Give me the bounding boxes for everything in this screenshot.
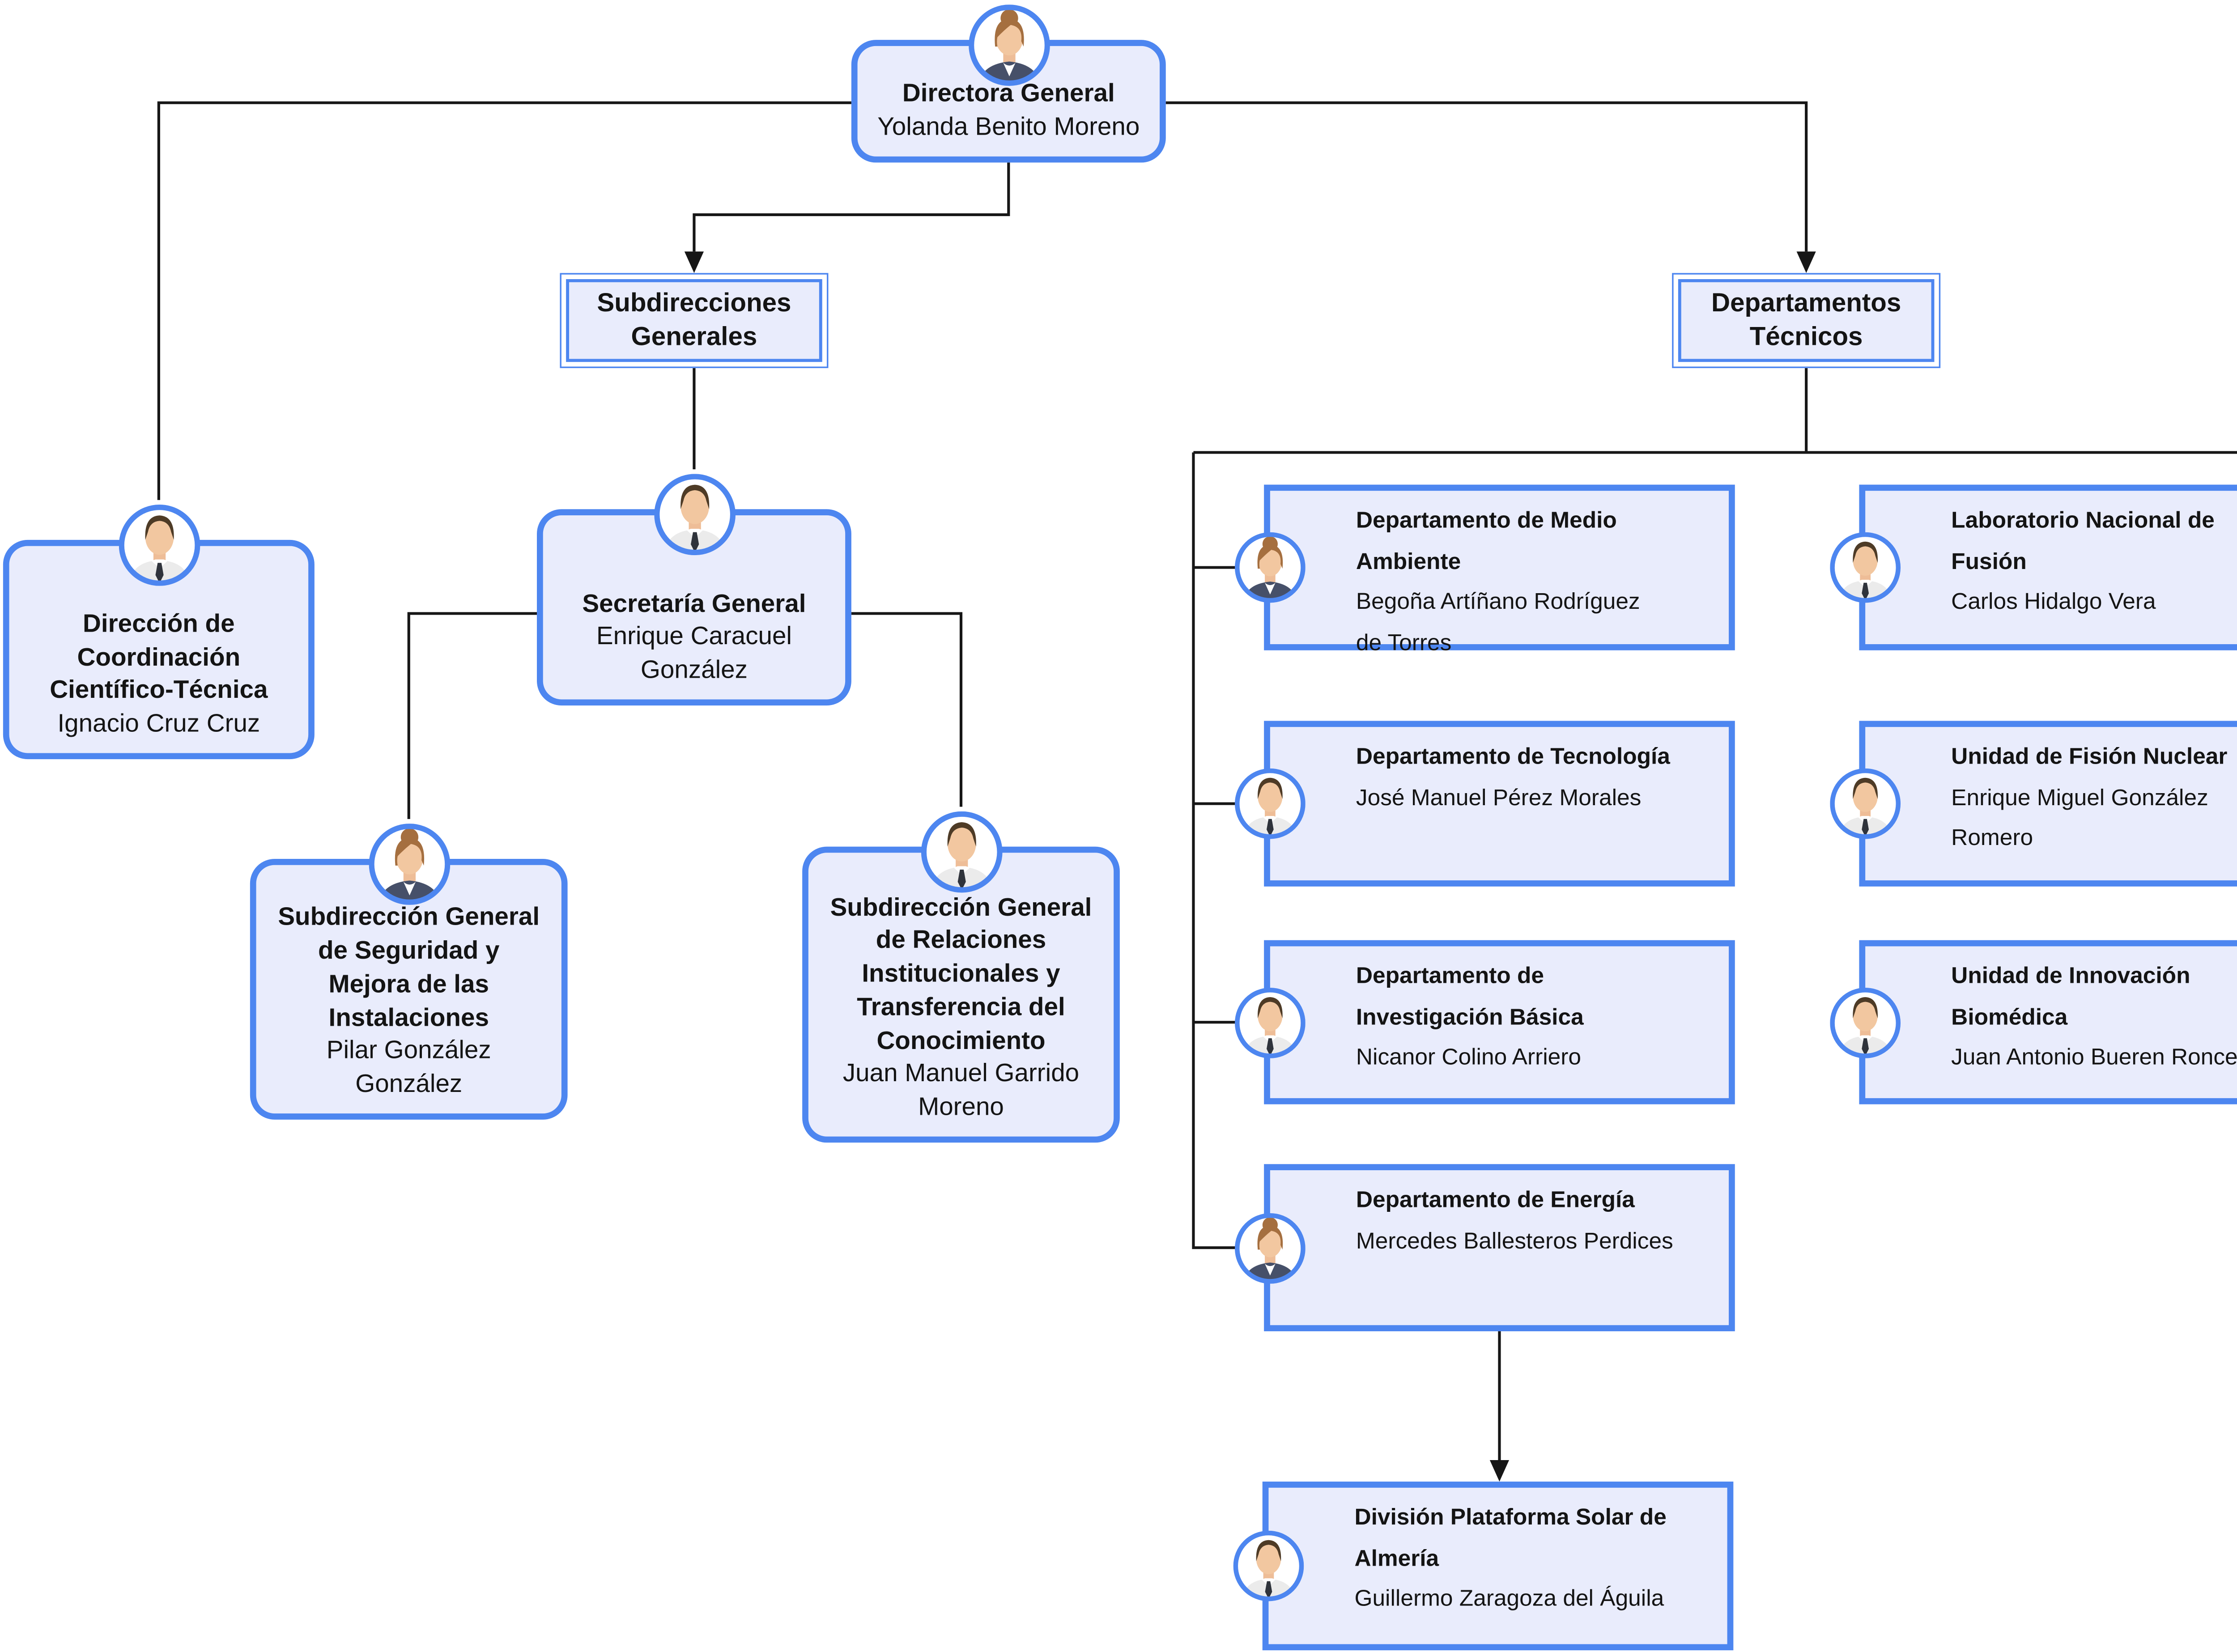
node-text: Dirección de Coordinación Científico-Téc… xyxy=(41,609,277,753)
male-avatar-icon xyxy=(1830,532,1901,603)
node-title: Dirección de Coordinación Científico-Téc… xyxy=(50,610,268,705)
female-avatar-icon xyxy=(1235,1212,1306,1283)
male-avatar-icon xyxy=(1235,987,1306,1057)
org-node-unidad-fision-nuclear[interactable]: Unidad de Fisión Nuclear Enrique Miguel … xyxy=(1859,721,2237,887)
node-person-name: Carlos Hidalgo Vera xyxy=(1951,589,2156,616)
male-avatar-icon xyxy=(920,811,1002,893)
org-node-dep-energia[interactable]: Departamento de Energía Mercedes Ballest… xyxy=(1264,1164,1735,1332)
node-text: Subdirección General de Relaciones Insti… xyxy=(821,892,1101,1136)
node-title: Directora General xyxy=(902,80,1115,108)
female-avatar-icon xyxy=(1235,532,1306,603)
group-header-departamentos-tecnicos[interactable]: Departamentos Técnicos xyxy=(1672,273,1941,368)
node-title: Unidad de Innovación Biomédica xyxy=(1951,963,2190,1030)
male-avatar-icon xyxy=(1235,769,1306,839)
org-node-coordinacion-cientifico-tecnica[interactable]: Dirección de Coordinación Científico-Téc… xyxy=(3,540,315,760)
node-title: Departamento de Medio Ambiente xyxy=(1356,507,1617,575)
node-person-name: José Manuel Pérez Morales xyxy=(1356,785,1642,811)
female-avatar-icon xyxy=(368,824,450,905)
node-title: División Plataforma Solar de Almería xyxy=(1354,1504,1667,1572)
org-node-unidad-innovacion-biomedica[interactable]: Unidad de Innovación Biomédica Juan Anto… xyxy=(1859,940,2237,1104)
node-text: Departamento de Energía Mercedes Ballest… xyxy=(1270,1170,1729,1263)
org-node-dep-investigacion-basica[interactable]: Departamento de Investigación Básica Nic… xyxy=(1264,940,1735,1104)
node-person-name: Nicanor Colino Arriero xyxy=(1356,1045,1581,1071)
node-title: Departamento de Tecnología xyxy=(1356,743,1670,770)
node-text: Subdirección General de Seguridad y Mejo… xyxy=(269,902,549,1113)
node-title: Departamento de Energía xyxy=(1356,1187,1635,1214)
node-person-name: Enrique Caracuel González xyxy=(596,623,792,684)
node-person-name: Yolanda Benito Moreno xyxy=(877,114,1140,142)
node-title: Unidad de Fisión Nuclear xyxy=(1951,743,2228,770)
node-title: Subdirección General de Seguridad y Mejo… xyxy=(278,904,540,1032)
node-title: Departamento de Investigación Básica xyxy=(1356,963,1584,1030)
node-title: Subdirección General de Relaciones Insti… xyxy=(830,893,1092,1055)
org-node-dep-medio-ambiente[interactable]: Departamento de Medio Ambiente Begoña Ar… xyxy=(1264,484,1735,657)
node-person-name: Ignacio Cruz Cruz xyxy=(57,710,260,738)
group-header-label: Subdirecciones Generales xyxy=(565,278,823,363)
node-text: Laboratorio Nacional de Fusión Carlos Hi… xyxy=(1865,491,2237,624)
node-person-name: Juan Antonio Bueren Roncero xyxy=(1951,1045,2237,1071)
node-text: Departamento de Investigación Básica Nic… xyxy=(1270,946,1729,1080)
node-person-name: Mercedes Ballesteros Perdices xyxy=(1356,1228,1673,1254)
group-header-label: Departamentos Técnicos xyxy=(1677,278,1935,363)
group-header-subdirecciones-generales[interactable]: Subdirecciones Generales xyxy=(560,273,829,368)
node-person-name: Begoña Artíñano Rodríguez de Torres xyxy=(1356,589,1640,657)
male-avatar-icon xyxy=(1830,987,1901,1057)
node-person-name: Pilar González González xyxy=(326,1037,491,1099)
node-person-name: Enrique Miguel González Romero xyxy=(1951,785,2208,852)
node-text: División Plataforma Solar de Almería Gui… xyxy=(1268,1488,1727,1622)
node-title: Secretaría General xyxy=(582,590,806,618)
male-avatar-icon xyxy=(1830,769,1901,839)
org-node-division-plataforma-solar[interactable]: División Plataforma Solar de Almería Gui… xyxy=(1263,1482,1734,1651)
org-node-subdireccion-relaciones[interactable]: Subdirección General de Relaciones Insti… xyxy=(802,847,1120,1143)
org-node-subdireccion-seguridad[interactable]: Subdirección General de Seguridad y Mejo… xyxy=(250,859,568,1120)
org-node-directora-general[interactable]: Directora General Yolanda Benito Moreno xyxy=(851,40,1166,163)
node-title: Laboratorio Nacional de Fusión xyxy=(1951,507,2215,575)
node-text: Secretaría General Enrique Caracuel Gonz… xyxy=(573,589,815,700)
female-avatar-icon xyxy=(968,4,1049,86)
male-avatar-icon xyxy=(654,474,735,555)
node-text: Departamento de Tecnología José Manuel P… xyxy=(1270,727,1729,820)
node-person-name: Juan Manuel Garrido Moreno xyxy=(842,1060,1080,1122)
node-text: Departamento de Medio Ambiente Begoña Ar… xyxy=(1270,491,1729,665)
male-avatar-icon xyxy=(118,505,200,586)
org-node-lab-fusion[interactable]: Laboratorio Nacional de Fusión Carlos Hi… xyxy=(1859,484,2237,650)
org-node-dep-tecnologia[interactable]: Departamento de Tecnología José Manuel P… xyxy=(1264,721,1735,887)
node-text: Unidad de Innovación Biomédica Juan Anto… xyxy=(1865,946,2237,1080)
male-avatar-icon xyxy=(1233,1531,1304,1601)
org-node-secretaria-general[interactable]: Secretaría General Enrique Caracuel Gonz… xyxy=(537,509,851,706)
node-text: Directora General Yolanda Benito Moreno xyxy=(868,79,1149,156)
node-text: Unidad de Fisión Nuclear Enrique Miguel … xyxy=(1865,727,2237,861)
node-person-name: Guillermo Zaragoza del Águila xyxy=(1354,1586,1664,1613)
